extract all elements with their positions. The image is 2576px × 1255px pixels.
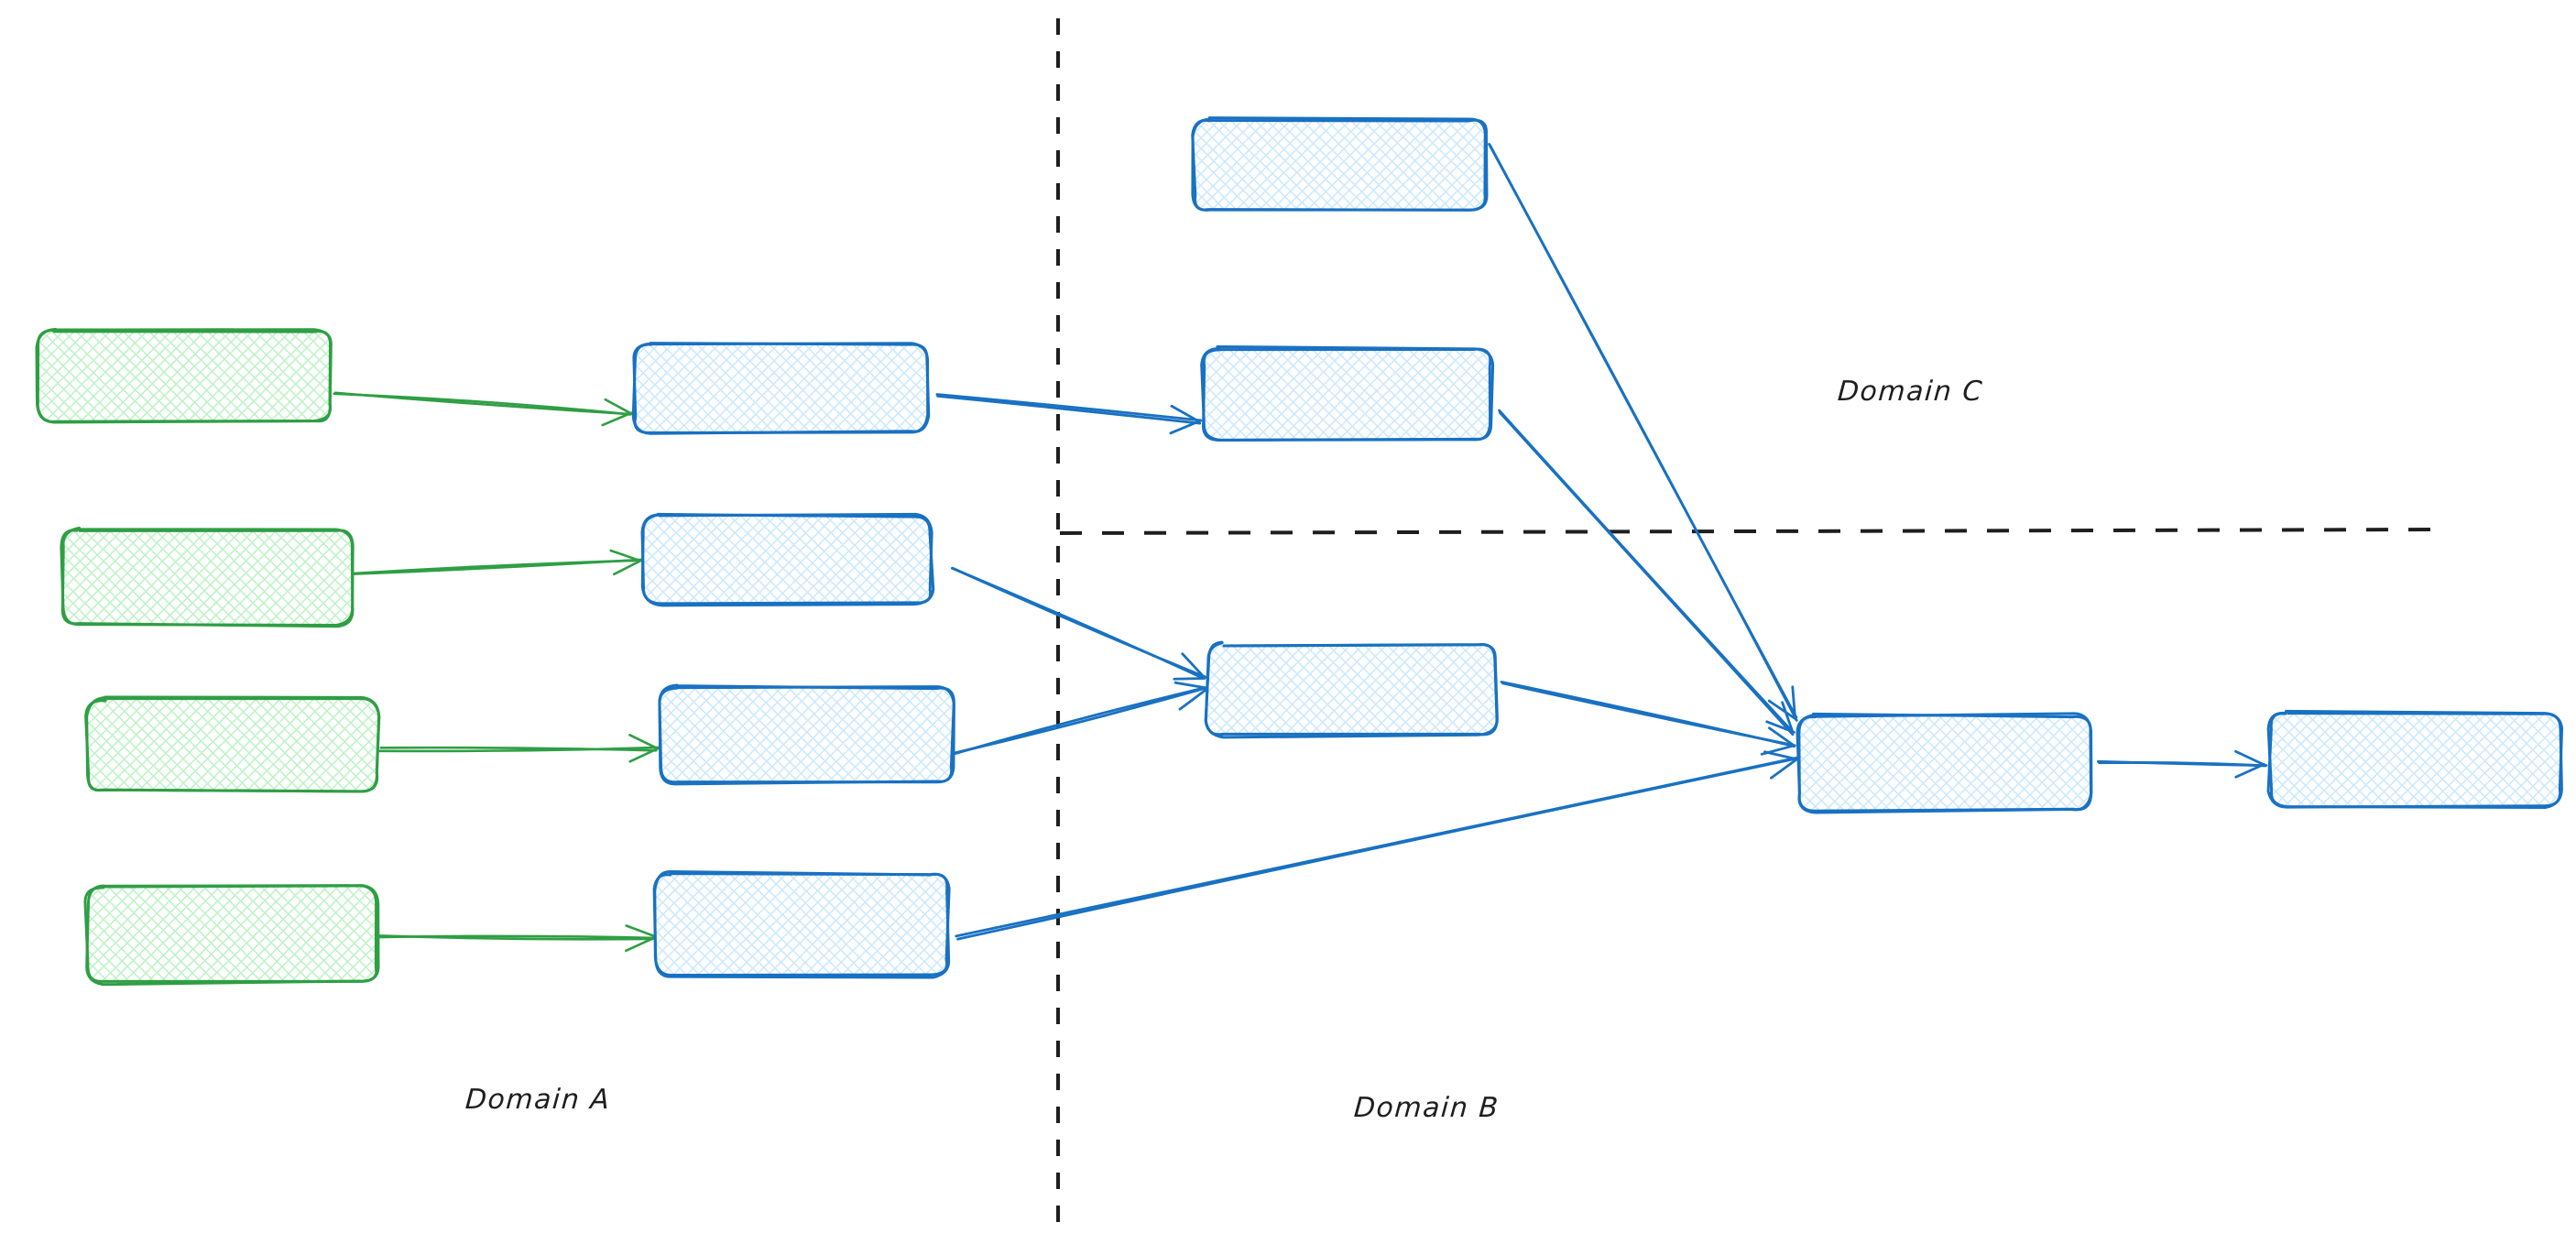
edge-c3-to-d1[interactable]: [1500, 681, 1796, 756]
node-a3[interactable]: [0, 695, 492, 794]
edge-layer: [333, 142, 2268, 953]
node-a4[interactable]: [0, 883, 494, 987]
domain-dividers: [1056, 18, 2449, 1237]
edge-a4-to-b4[interactable]: [376, 924, 656, 953]
edge-a2-to-b2[interactable]: [353, 549, 645, 576]
node-d2[interactable]: [2150, 709, 2576, 810]
edge-b1-to-c2[interactable]: [935, 393, 1203, 435]
node-c3[interactable]: [1092, 640, 1603, 739]
node-a2[interactable]: [0, 526, 469, 628]
domain-label-domain-a: Domain A: [464, 1084, 612, 1116]
edge-c2-to-d1[interactable]: [1498, 409, 1796, 737]
edge-c1-to-d1[interactable]: [1488, 142, 1798, 722]
node-c2[interactable]: [1086, 344, 1598, 443]
node-b2[interactable]: [529, 512, 1038, 608]
node-d1[interactable]: [1678, 712, 2205, 814]
horizontal-divider: [1059, 528, 2449, 535]
edge-d1-to-d2[interactable]: [2097, 749, 2268, 779]
domain-label-domain-b: Domain B: [1352, 1092, 1501, 1124]
node-c1[interactable]: [1076, 115, 1600, 214]
node-layer: [0, 115, 2576, 987]
edge-a3-to-b3[interactable]: [377, 734, 660, 763]
domain-label-domain-c: Domain C: [1836, 376, 1985, 408]
node-b1[interactable]: [520, 340, 1040, 436]
node-a1[interactable]: [0, 326, 445, 425]
edge-b2-to-c3[interactable]: [950, 566, 1207, 681]
node-b3[interactable]: [538, 683, 1064, 787]
node-b4[interactable]: [528, 869, 1073, 979]
edge-a1-to-b1[interactable]: [333, 391, 633, 427]
edge-b3-to-c3[interactable]: [954, 681, 1208, 756]
edge-b4-to-d1[interactable]: [955, 750, 1799, 941]
